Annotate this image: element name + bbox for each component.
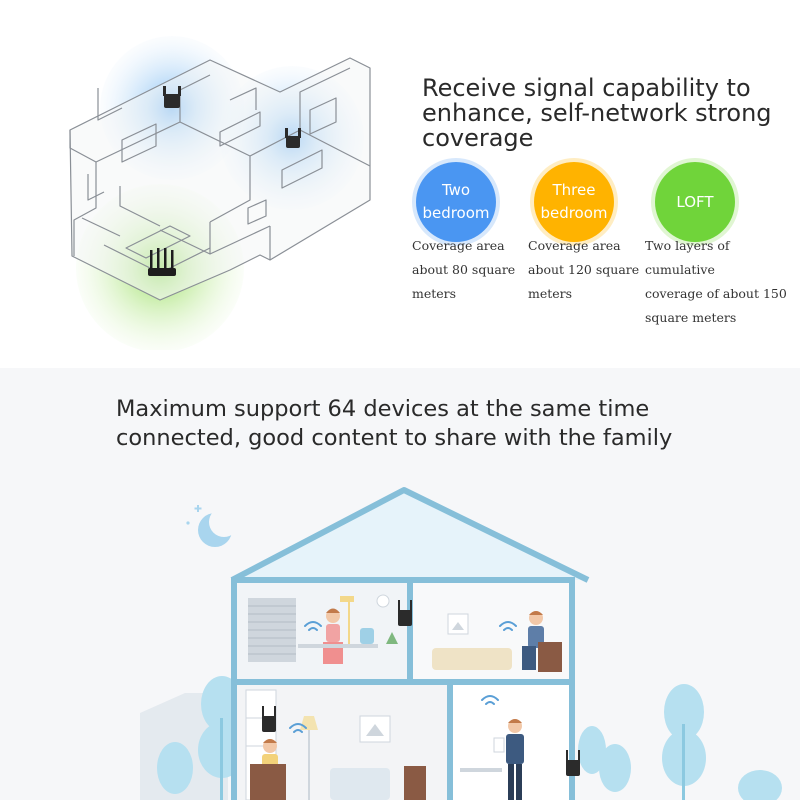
person-in-armchair — [250, 739, 286, 800]
coverage-headline: Receive signal capability to enhance, se… — [422, 76, 792, 151]
repeater-icon — [398, 600, 412, 626]
repeater-icon — [163, 86, 181, 108]
person-standing — [493, 719, 524, 800]
router-icon — [148, 248, 176, 276]
picture-frame — [359, 715, 391, 743]
desc-line: meters — [528, 286, 573, 301]
desc-line: meters — [412, 286, 457, 301]
devices-section: Maximum support 64 devices at the same t… — [0, 368, 800, 800]
description-loft: Two layers of cumulative coverage of abo… — [645, 234, 797, 330]
badge-loft: LOFT — [655, 162, 735, 242]
desc-line: about 120 square — [528, 262, 640, 277]
desc-line: Coverage area — [528, 238, 621, 253]
house-illustration — [140, 487, 782, 800]
person-at-desk — [298, 594, 398, 664]
devices-headline: Maximum support 64 devices at the same t… — [116, 395, 776, 453]
badge-three-bedroom: Three bedroom — [534, 162, 614, 242]
desc-line: coverage of about 150 — [645, 286, 787, 301]
devices-headline-line1: Maximum support 64 devices at the same t… — [116, 396, 650, 422]
wifi-icon — [289, 621, 517, 733]
coverage-section: Receive signal capability to enhance, se… — [0, 0, 800, 368]
coverage-headline-line1: Receive signal capability to — [422, 74, 751, 102]
repeater-icon — [285, 128, 301, 148]
badge-three-bedroom-line1: Three — [552, 181, 596, 199]
coverage-headline-line2: enhance, self-network strong — [422, 99, 772, 127]
badge-three-bedroom-line2: bedroom — [540, 204, 608, 222]
desc-line: square meters — [645, 310, 737, 325]
cabinet — [404, 766, 426, 800]
desc-line: Two layers of cumulative — [645, 238, 730, 277]
window-blinds — [248, 598, 296, 662]
description-three-bedroom: Coverage area about 120 square meters — [528, 234, 640, 306]
badge-two-bedroom-line2: bedroom — [422, 204, 490, 222]
moon-icon — [198, 507, 239, 547]
description-two-bedroom: Coverage area about 80 square meters — [412, 234, 524, 306]
repeater-icon — [566, 750, 580, 776]
desc-line: Coverage area — [412, 238, 505, 253]
badge-loft-label: LOFT — [676, 192, 714, 211]
person-on-sofa — [432, 611, 562, 672]
tree-icon — [578, 684, 782, 800]
star-icon — [186, 505, 202, 525]
desc-line: about 80 square — [412, 262, 516, 277]
badge-two-bedroom-line1: Two — [441, 181, 471, 199]
repeater-icon — [262, 706, 276, 732]
floorplan-illustration — [69, 36, 371, 350]
badge-two-bedroom: Two bedroom — [416, 162, 496, 242]
coverage-headline-line3: coverage — [422, 124, 534, 152]
devices-headline-line2: connected, good content to share with th… — [116, 425, 673, 451]
sofa — [330, 768, 390, 800]
counter — [460, 768, 502, 772]
